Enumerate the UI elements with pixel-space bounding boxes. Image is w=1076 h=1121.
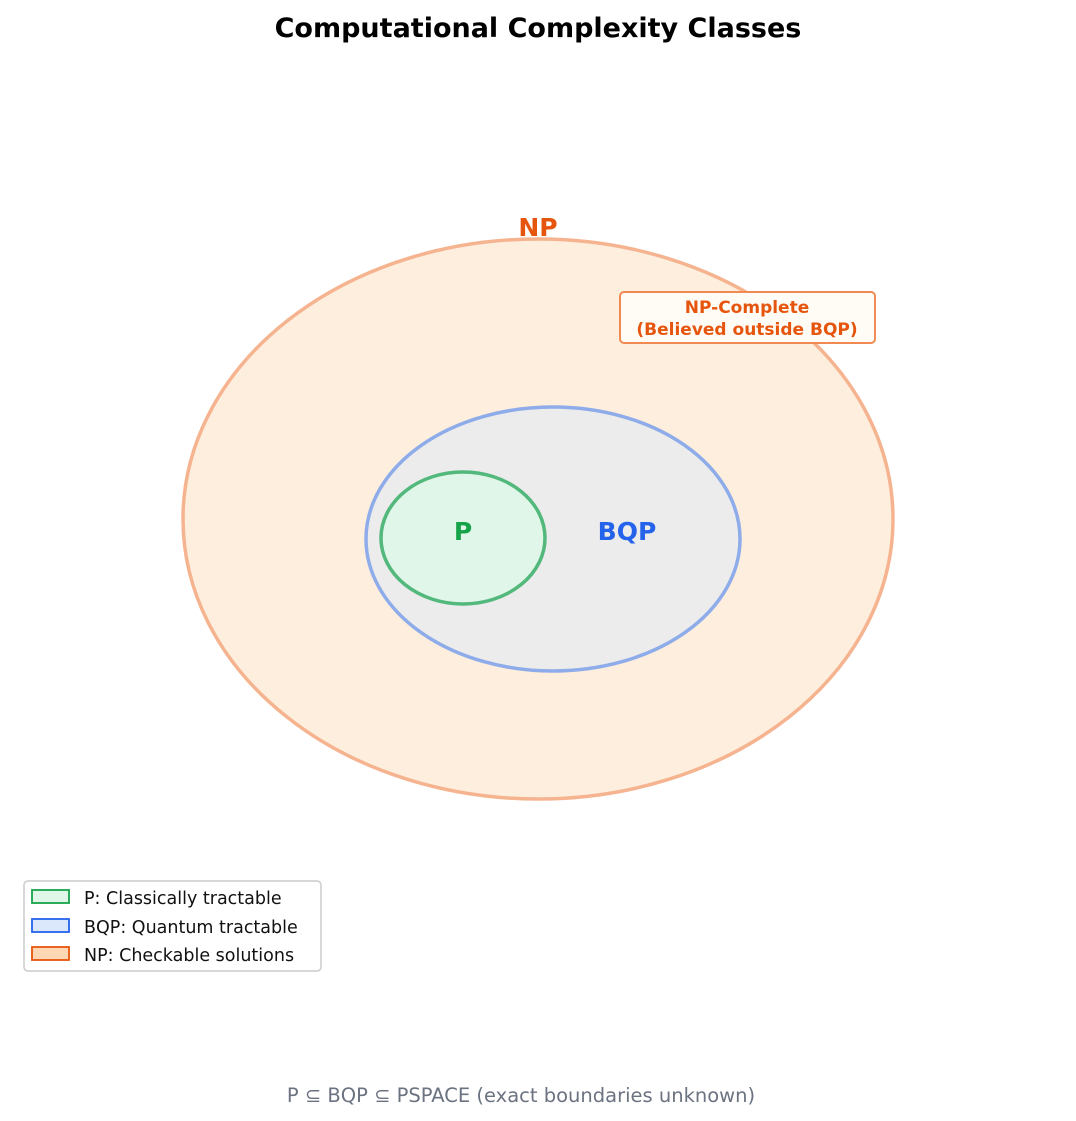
np-complete-callout: NP-Complete (Believed outside BQP) xyxy=(619,291,876,344)
np-label: NP xyxy=(518,213,557,242)
p-region xyxy=(379,470,547,606)
callout-line-1: NP-Complete xyxy=(685,298,810,318)
legend-swatch-p xyxy=(31,889,70,904)
bqp-label: BQP xyxy=(598,517,657,546)
legend-label-bqp: BQP: Quantum tractable xyxy=(84,918,298,938)
callout-box xyxy=(619,291,876,344)
p-label: P xyxy=(454,517,472,546)
legend-frame xyxy=(23,880,322,972)
legend-label-p: P: Classically tractable xyxy=(84,889,282,909)
legend-swatch-np xyxy=(31,946,70,961)
diagram-title: Computational Complexity Classes xyxy=(275,13,802,44)
footer-note: P ⊆ BQP ⊆ PSPACE (exact boundaries unkno… xyxy=(287,1084,755,1107)
legend-label-np: NP: Checkable solutions xyxy=(84,946,294,966)
callout-line-2: (Believed outside BQP) xyxy=(636,320,857,340)
legend: P: Classically tractable BQP: Quantum tr… xyxy=(23,880,322,972)
legend-swatch-bqp xyxy=(31,918,70,933)
